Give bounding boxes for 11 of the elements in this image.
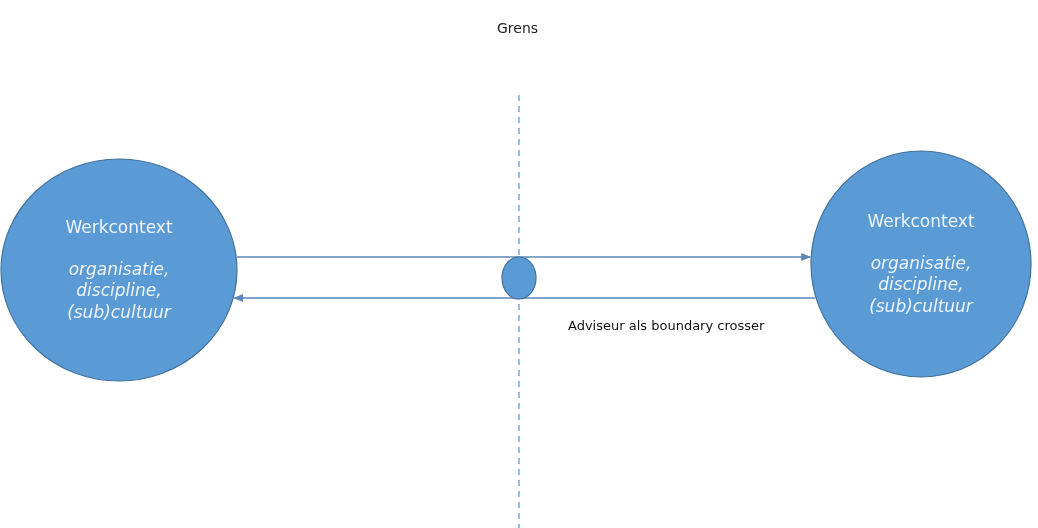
context-heading: Werkcontext bbox=[867, 211, 975, 232]
context-circle bbox=[810, 150, 1032, 378]
arrow bbox=[236, 253, 812, 261]
context-heading: Werkcontext bbox=[65, 217, 173, 238]
boundary-label: Grens bbox=[497, 20, 539, 36]
context-circle bbox=[0, 158, 238, 382]
context-description: organisatie, discipline, (sub)cultuur bbox=[66, 259, 173, 323]
context-description: organisatie, discipline, (sub)cultuur bbox=[868, 253, 975, 317]
arrow bbox=[233, 294, 816, 302]
advisor-ellipse bbox=[501, 256, 537, 300]
advisor-label: Adviseur als boundary crosser bbox=[568, 318, 765, 333]
